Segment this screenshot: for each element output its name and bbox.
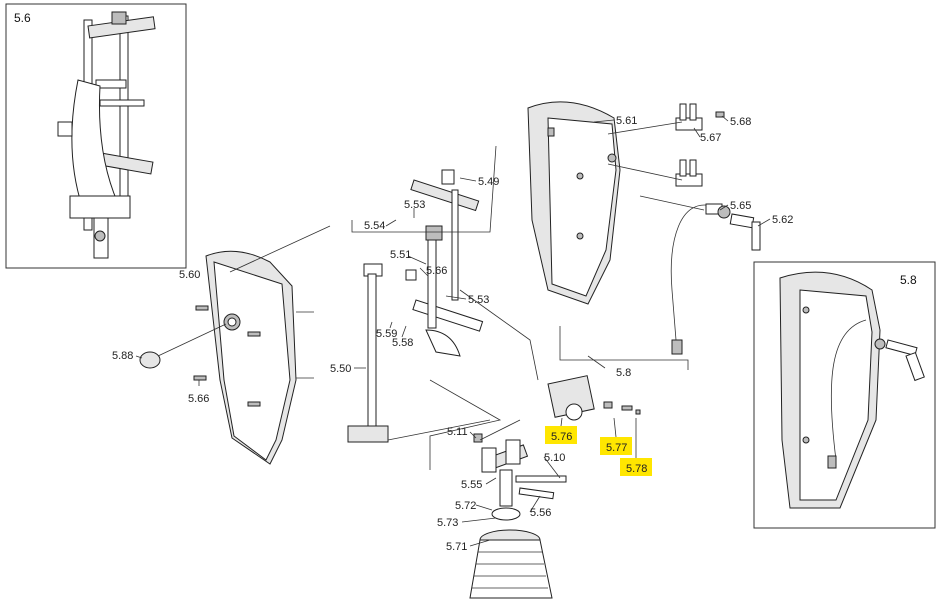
callout-5-61: 5.61 (616, 115, 637, 127)
lock-plate-5-76 (547, 375, 641, 421)
highlight-5-76 (545, 426, 577, 444)
callout-5-76: 5.76 (551, 431, 572, 443)
cover-panel-5-61 (527, 101, 621, 305)
highlight-5-77 (600, 437, 632, 455)
cover-with-lock-detail (779, 271, 925, 509)
callout-5-55: 5.55 (461, 479, 482, 491)
highlight-5-78 (620, 458, 652, 476)
callout-5-78: 5.78 (626, 463, 647, 475)
callout-5-51: 5.51 (390, 249, 411, 261)
callout-5-50: 5.50 (330, 363, 351, 375)
callout-5-8: 5.8 (616, 367, 631, 379)
callout-5-10: 5.10 (544, 452, 565, 464)
callout-5-11: 5.11 (447, 426, 468, 438)
callout-5-71: 5.71 (446, 541, 467, 553)
detail-box-5-8-title: 5.8 (900, 273, 917, 287)
callout-5-49: 5.49 (478, 176, 499, 188)
washer-5-72 (491, 507, 521, 521)
callout-5-62: 5.62 (772, 214, 793, 226)
cover-panel-5-60 (205, 250, 314, 465)
callout-5-60: 5.60 (179, 269, 200, 281)
callout-5-65: 5.65 (730, 200, 751, 212)
callout-5-53-top: 5.53 (404, 199, 425, 211)
frame-assembly-detail (57, 11, 156, 259)
assembly-guide-lines (157, 121, 705, 470)
callout-5-72: 5.72 (455, 500, 476, 512)
detail-box-5-6-title: 5.6 (14, 11, 31, 25)
arm-5-50 (347, 263, 389, 443)
bracket-5-67 (675, 103, 725, 187)
callout-5-56: 5.56 (530, 507, 551, 519)
callout-5-54: 5.54 (364, 220, 385, 232)
callout-5-53-mid: 5.53 (468, 294, 489, 306)
lock-cable-5-65 (670, 203, 761, 355)
callout-5-58: 5.58 (392, 337, 413, 349)
callout-leaders (135, 115, 771, 547)
base-5-71 (469, 529, 553, 599)
screws-5-66 (193, 305, 261, 407)
cap-5-88 (139, 351, 161, 369)
callout-5-88: 5.88 (112, 350, 133, 362)
callout-5-59: 5.59 (376, 328, 397, 340)
callout-5-68: 5.68 (730, 116, 751, 128)
frame-5-49 (405, 169, 484, 357)
callout-5-77: 5.77 (606, 442, 627, 454)
hinge-5-55 (473, 433, 567, 507)
callout-5-67: 5.67 (700, 132, 721, 144)
callout-5-66-frame: 5.66 (426, 265, 447, 277)
callout-5-66-cover: 5.66 (188, 393, 209, 405)
callout-5-73: 5.73 (437, 517, 458, 529)
